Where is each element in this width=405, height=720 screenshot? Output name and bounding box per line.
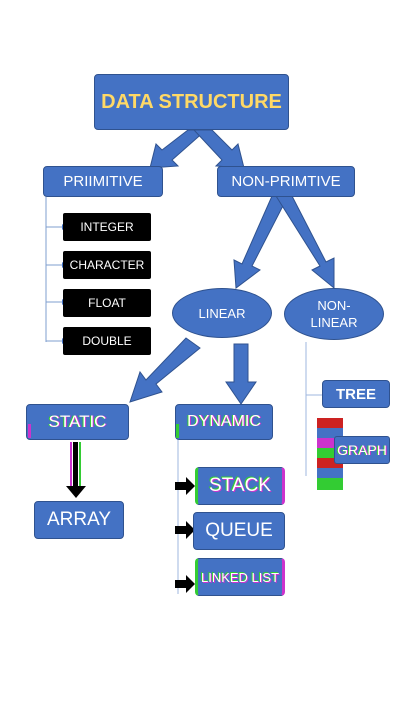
primitive-item-label: INTEGER bbox=[80, 220, 134, 234]
queue-box: QUEUE bbox=[193, 512, 285, 550]
arrow-to-linear bbox=[233, 195, 289, 289]
arrow-to-stack bbox=[175, 477, 195, 495]
stack-label: STACK bbox=[209, 475, 271, 496]
arrow-to-primitive bbox=[149, 129, 208, 169]
static-array-arrowhead bbox=[66, 486, 86, 498]
arrow-to-dynamic bbox=[225, 343, 257, 405]
static-label: STATIC bbox=[48, 412, 107, 431]
tree-label: TREE bbox=[335, 385, 376, 403]
linked-list-label: LINKED LIST bbox=[200, 569, 280, 585]
dynamic-glitch bbox=[176, 424, 179, 438]
array-box: ARRAY bbox=[34, 501, 124, 539]
non-linear-label-line2: LINEAR bbox=[310, 315, 358, 330]
graph-glitch-strip bbox=[317, 448, 343, 458]
primitive-label: PRIIMITIVE bbox=[63, 173, 143, 190]
primitive-arrowheads bbox=[62, 224, 66, 344]
primitive-item-double: DOUBLE bbox=[63, 327, 151, 355]
primitive-item-label: CHARACTER bbox=[69, 258, 145, 272]
non-linear-label-line1: NON- bbox=[317, 298, 351, 313]
stack-box: STACK bbox=[195, 467, 285, 505]
dynamic-box: DYNAMIC bbox=[175, 404, 273, 440]
graph-box: GRAPH bbox=[334, 436, 390, 464]
arrow-to-queue bbox=[175, 521, 195, 539]
arrow-to-non-primitive bbox=[192, 129, 245, 169]
primitive-tree-lines bbox=[45, 197, 62, 342]
tree-box: TREE bbox=[322, 380, 390, 408]
primitive-item-integer: INTEGER bbox=[63, 213, 151, 241]
primitive-box: PRIIMITIVE bbox=[43, 166, 163, 197]
linked-list-box: LINKED LIST bbox=[195, 558, 285, 596]
primitive-item-label: DOUBLE bbox=[82, 334, 132, 348]
graph-label: GRAPH bbox=[337, 442, 387, 458]
graph-glitch-strip bbox=[317, 438, 343, 448]
primitive-item-character: CHARACTER bbox=[63, 251, 151, 279]
non-primitive-label: NON-PRIMTIVE bbox=[231, 173, 341, 190]
arrow-to-static bbox=[129, 337, 201, 403]
graph-glitch-strip bbox=[317, 418, 343, 428]
dynamic-label: DYNAMIC bbox=[187, 413, 261, 430]
linear-ellipse: LINEAR bbox=[172, 288, 272, 338]
data-structure-title-box: DATA STRUCTURE bbox=[94, 74, 289, 130]
primitive-item-float: FLOAT bbox=[63, 289, 151, 317]
static-box: STATIC bbox=[26, 404, 129, 440]
arrow-to-non-linear bbox=[275, 195, 335, 290]
graph-glitch-strip bbox=[317, 468, 343, 478]
graph-glitch-strip bbox=[317, 478, 343, 490]
static-glitch bbox=[28, 424, 31, 438]
primitive-item-label: FLOAT bbox=[88, 296, 126, 310]
arrow-to-linked-list bbox=[175, 575, 195, 593]
queue-label: QUEUE bbox=[205, 520, 273, 541]
data-structure-title: DATA STRUCTURE bbox=[101, 90, 282, 113]
linear-label: LINEAR bbox=[198, 305, 246, 321]
array-label: ARRAY bbox=[46, 509, 112, 530]
graph-glitch-strip bbox=[317, 428, 343, 438]
non-primitive-box: NON-PRIMTIVE bbox=[217, 166, 355, 197]
static-array-shaft bbox=[73, 442, 78, 490]
non-linear-ellipse: NON- LINEAR bbox=[284, 288, 384, 340]
graph-glitch-strip bbox=[317, 458, 343, 468]
